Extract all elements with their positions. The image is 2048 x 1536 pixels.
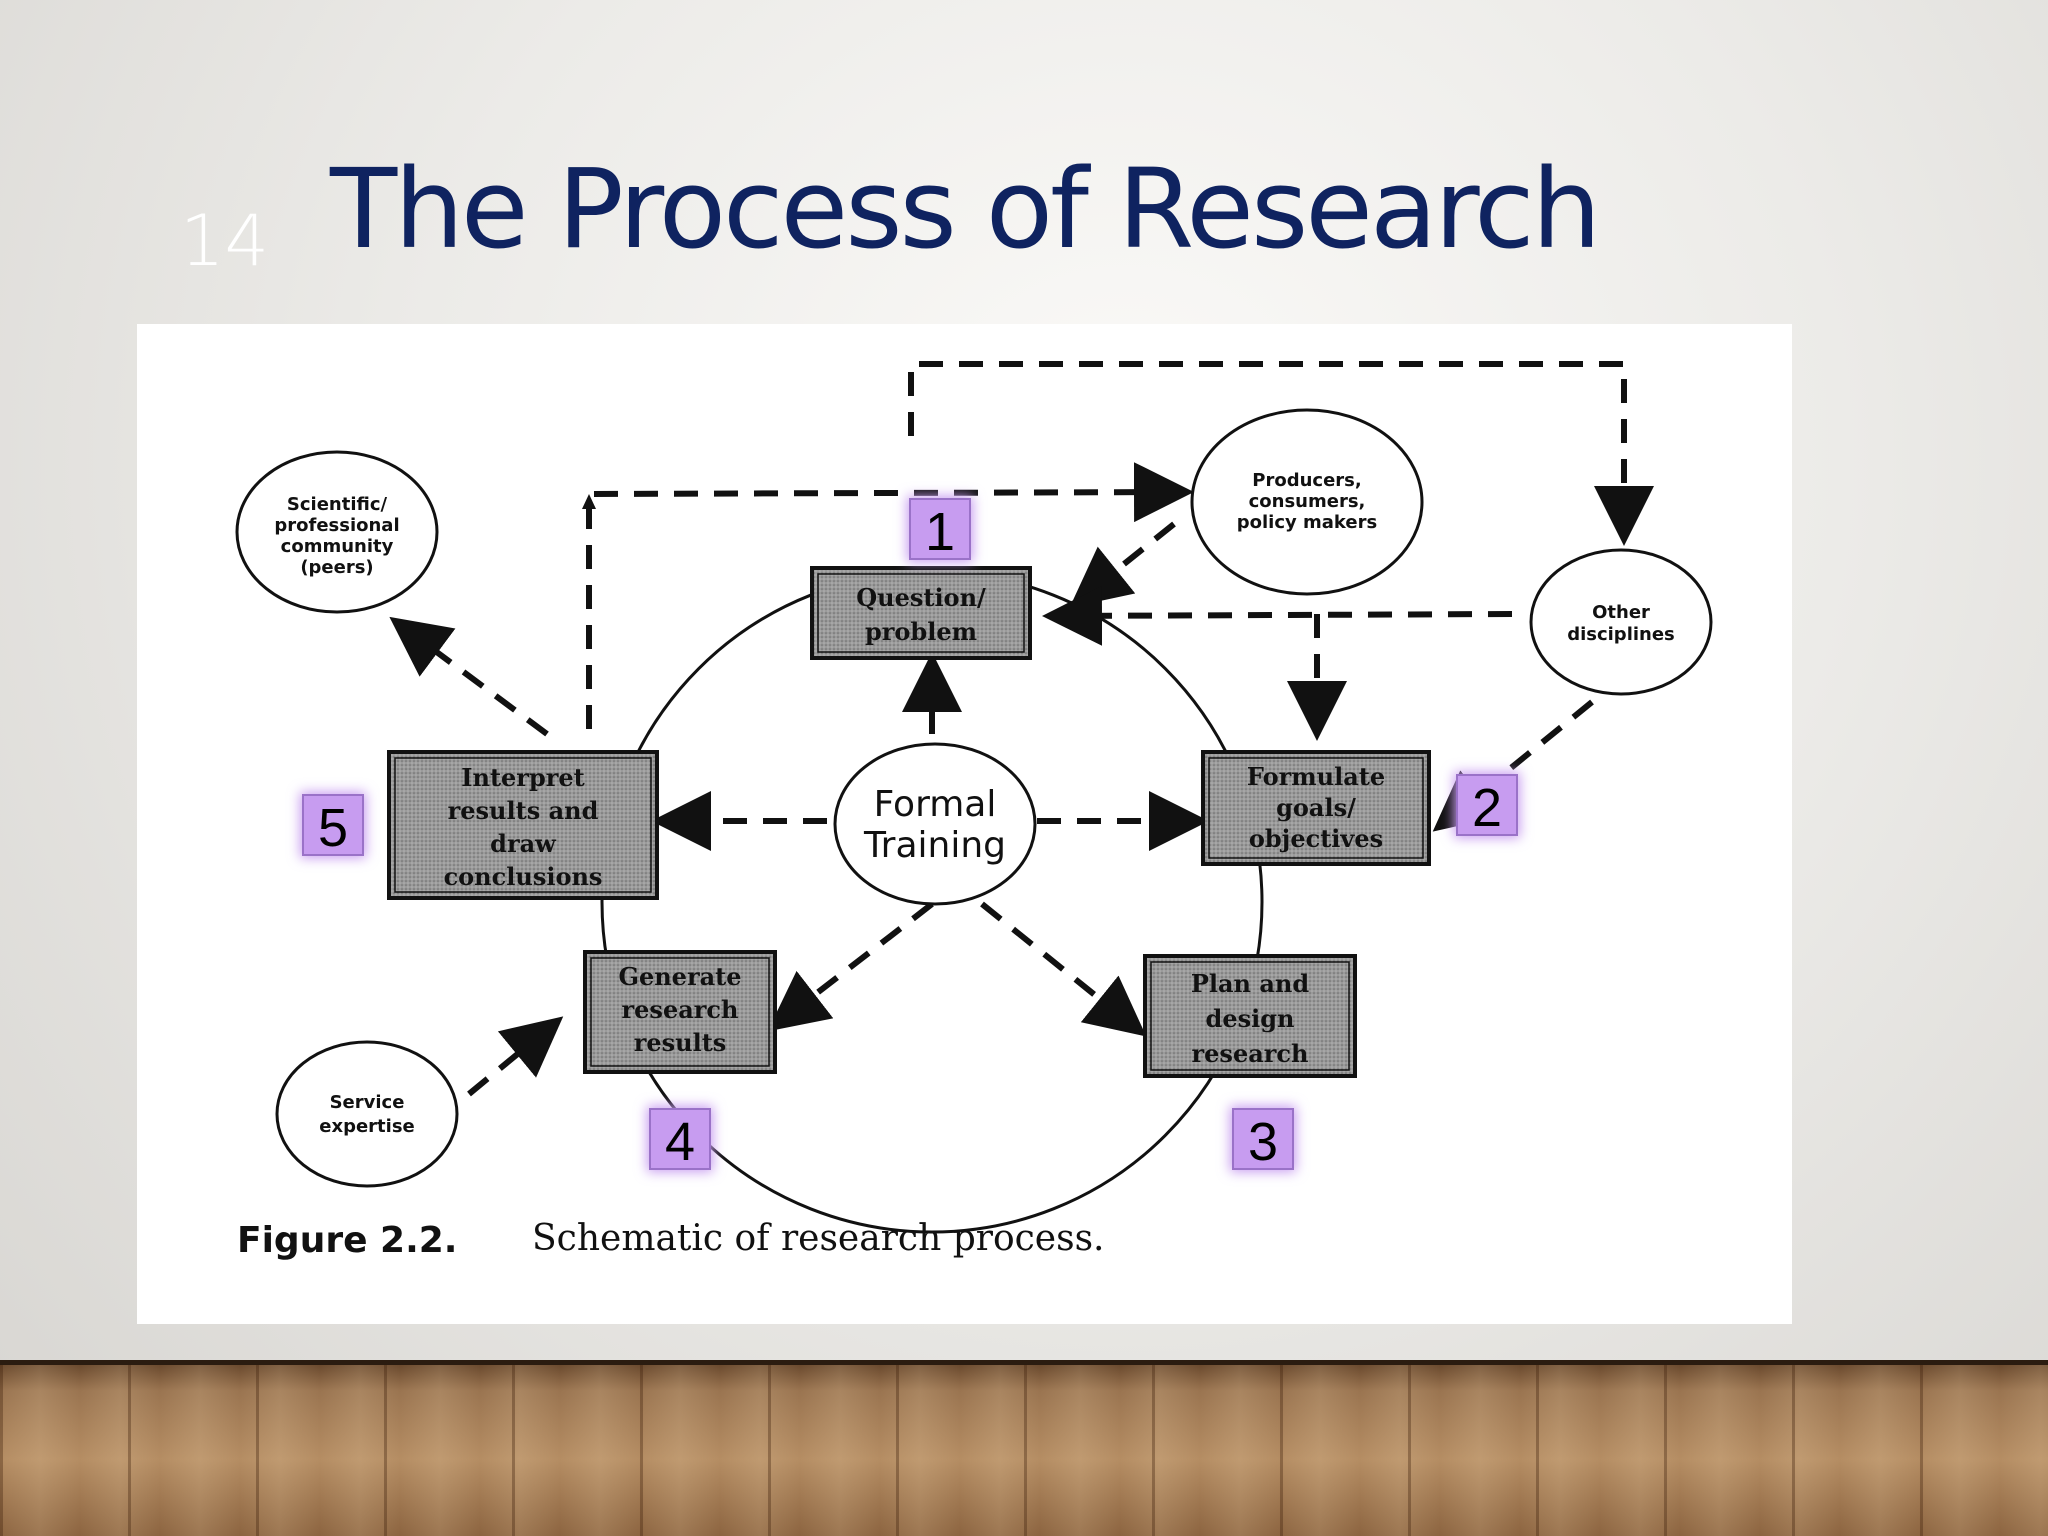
caption-text: Schematic of research process. [532,1218,1104,1259]
center-line-2: Training [863,825,1006,866]
circle-other-line-1: Other [1592,602,1650,623]
connector-interpret-to-scientific [389,616,549,737]
connector-formal-to-plan [980,901,1147,1037]
caption-label: Figure 2.2. [237,1220,457,1261]
circle-producers-line-2: consumers, [1249,491,1366,512]
box-plan-line-3: research [1192,1039,1309,1068]
circle-other-line-2: disciplines [1567,624,1675,645]
connector-producers-to-question [1069,521,1176,608]
circle-scientific-line-4: (peers) [300,557,373,578]
connector-formal-to-generate [767,901,934,1032]
circle-producers-line-3: policy makers [1237,512,1377,533]
circle-scientific-line-3: community [281,536,394,557]
center-formal-training: Formal Training [833,742,1037,906]
box-question: Question/ problem [810,566,1032,660]
box-formulate-line-1: Formulate [1247,762,1385,791]
box-formulate: Formulate goals/ objectives [1201,750,1431,866]
marker-1: 1 [907,496,973,562]
marker-5: 5 [300,792,366,858]
box-plan: Plan and design research [1143,954,1357,1078]
connector-service-to-generate [467,1016,564,1097]
box-question-line-1: Question/ [856,583,986,612]
marker-1-label: 1 [925,502,955,562]
box-plan-line-1: Plan and [1191,969,1310,998]
box-formulate-line-2: goals/ [1276,793,1356,822]
floor-edge [0,1360,2048,1368]
marker-4: 4 [647,1106,713,1172]
box-interpret-line-1: Interpret [461,763,584,792]
circle-scientific-line-1: Scientific/ [287,494,388,515]
box-interpret-line-2: results and [448,796,599,825]
marker-3-label: 3 [1248,1112,1278,1172]
box-plan-line-2: design [1206,1004,1295,1033]
box-interpret-line-3: draw [490,829,557,858]
circle-service-line-2: expertise [319,1116,414,1137]
box-formulate-line-3: objectives [1249,824,1383,853]
circle-service-expertise: Service expertise [275,1040,459,1188]
marker-5-label: 5 [318,798,348,858]
wood-floor-background [0,1365,2048,1536]
marker-4-label: 4 [665,1112,695,1172]
box-interpret: Interpret results and draw conclusions [387,750,659,900]
circle-other-disciplines: Other disciplines [1529,548,1713,696]
marker-2-label: 2 [1472,778,1502,838]
marker-2: 2 [1454,772,1520,838]
box-interpret-line-4: conclusions [444,862,603,891]
dashed-connectors [389,361,1654,1097]
circle-scientific-line-2: professional [274,515,399,536]
box-generate-line-2: research [622,995,739,1024]
figure-panel: Question/ problem Formulate goals/ objec… [137,324,1792,1324]
center-line-1: Formal [874,784,997,825]
box-generate-line-3: results [634,1028,727,1057]
circle-scientific-community: Scientific/ professional community (peer… [235,450,439,614]
box-generate: Generate research results [583,950,777,1074]
box-question-line-2: problem [865,617,977,646]
slide-title: The Process of Research [330,145,1601,273]
connector-other-to-question [1042,585,1513,646]
marker-3: 3 [1230,1106,1296,1172]
research-process-diagram: Question/ problem Formulate goals/ objec… [235,361,1713,1261]
interpret-up-arrowhead [582,494,596,509]
box-generate-line-1: Generate [618,962,741,991]
circle-producers-line-1: Producers, [1252,470,1361,491]
circle-service-line-1: Service [330,1092,405,1113]
circle-producers: Producers, consumers, policy makers [1190,408,1424,596]
slide-number: 14 [180,200,270,282]
